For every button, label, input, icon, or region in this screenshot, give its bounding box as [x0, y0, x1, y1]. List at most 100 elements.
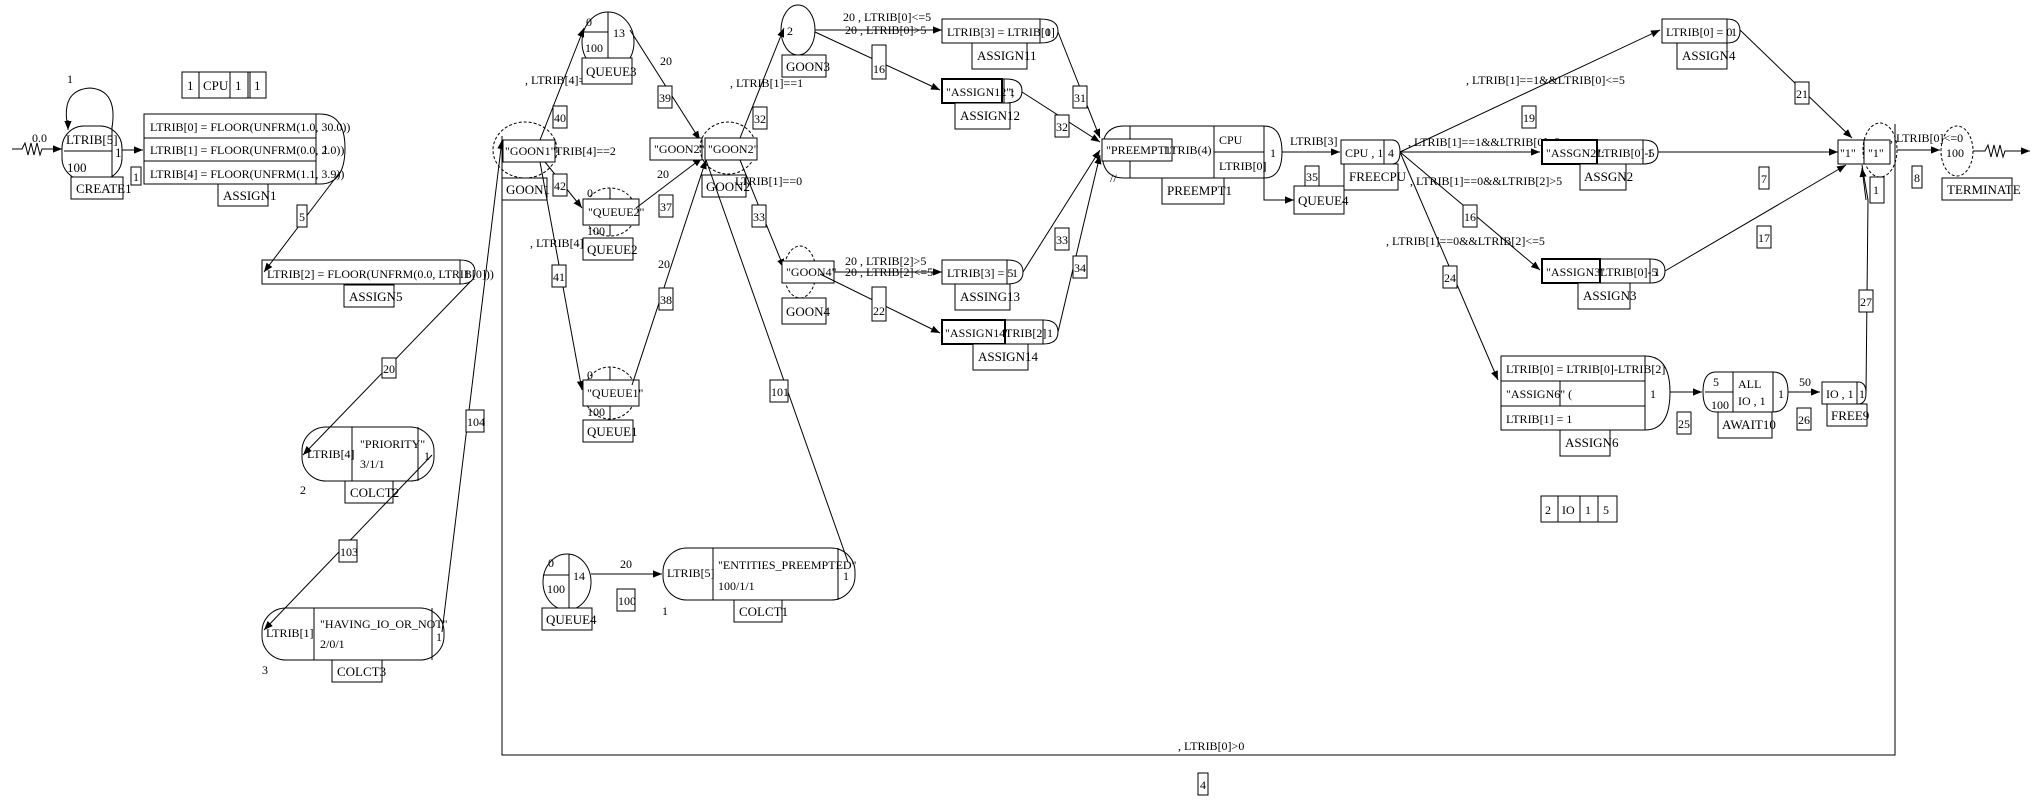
activity-31: 31 — [1074, 91, 1086, 105]
preempt1-node[interactable]: "PREEMPT1" LTRIB(4) CPU LTRIB[0] 1 // PR… — [1101, 125, 1283, 205]
assign2-node[interactable]: "ASSGN2": LTRIB[0]-5 1 ASSGN2 — [1541, 139, 1659, 191]
goon-end-node[interactable]: "1" "1" 1 — [1837, 122, 1898, 204]
io-resource-block: 2 IO 1 5 — [1540, 495, 1618, 523]
assign11-node[interactable]: LTRIB[3] = LTRIB[0] 1 ASSIGN11 — [941, 18, 1059, 70]
edge-assign3-goon-end — [1664, 164, 1847, 272]
colct2-number: 2 — [300, 483, 306, 497]
activity-40-box — [552, 105, 568, 129]
activity-16top-box — [871, 44, 887, 80]
activity-104: 104 — [467, 415, 485, 429]
assign13-node[interactable]: LTRIB[3] = 5 1 ASSING13 — [941, 259, 1024, 311]
assign2-line: "ASSGN2": — [1546, 146, 1604, 160]
condition-goon3-a: 20 , LTRIB[0]<=5 — [843, 10, 931, 24]
goon2-text-a: "GOON2" — [654, 142, 705, 156]
activity-34: 34 — [1074, 261, 1086, 275]
activity-22-box — [871, 286, 887, 322]
queue1-init: 0 — [587, 368, 593, 382]
preempt1-attribute: LTRIB(4) — [1164, 143, 1212, 157]
create-loop-arc — [65, 87, 114, 129]
assign3-line: "ASSIGN3" — [1546, 265, 1605, 279]
queue3-capacity: 100 — [585, 41, 603, 55]
assign12-node[interactable]: "ASSIGN12"; 1 ASSIGN12 — [941, 78, 1023, 130]
preempt1-time: LTRIB[0] — [1219, 159, 1267, 173]
goon3-node[interactable]: 2 GOON3 — [780, 4, 830, 78]
terminate-condition: , LTRIB[0]<=0 — [1890, 131, 1963, 145]
activity-5: 5 — [299, 210, 305, 224]
queue1-node[interactable]: "QUEUE1" 0 100 QUEUE1 — [582, 366, 644, 443]
assign4-line: LTRIB[0] = 0 — [1666, 25, 1732, 39]
create-label: CREATE1 — [76, 181, 132, 196]
colct3-title: "HAVING_IO_OR_NOT" — [320, 617, 448, 631]
activity-42-box — [552, 173, 568, 197]
activity-33-b: 33 — [1056, 233, 1068, 247]
queue4-top-number: 35 — [1306, 170, 1318, 184]
goon-end-text-a: "1" — [1840, 146, 1856, 160]
free9-out: 1 — [1859, 387, 1865, 401]
activity-32-a: 32 — [754, 112, 766, 126]
activity-19: 19 — [1523, 111, 1535, 125]
assign1-in: 1 — [133, 170, 139, 184]
colct1-node[interactable]: LTRIB[5] "ENTITIES_PREEMPTED" 100/1/1 1 … — [662, 547, 857, 623]
activity-20: 20 — [383, 362, 395, 376]
await10-node[interactable]: 5 100 ALL IO , 1 1 AWAIT10 — [1702, 371, 1789, 439]
assign6-node[interactable]: LTRIB[0] = LTRIB[0]-LTRIB[2] "ASSIGN6" (… — [1500, 355, 1671, 457]
activity-39-box — [657, 85, 673, 109]
colct1-spec: 100/1/1 — [718, 579, 755, 593]
colct3-out: 1 — [436, 630, 442, 644]
assign6-out: 1 — [1650, 387, 1656, 401]
terminate-label: TERMINATE — [1947, 182, 2021, 197]
queue2-init: 0 — [587, 186, 593, 200]
assign4-node[interactable]: LTRIB[0] = 0 1 ASSIGN4 — [1661, 18, 1741, 70]
edge-goon2-goon3 — [739, 27, 785, 139]
assign4-out: 1 — [1731, 25, 1737, 39]
free9-node[interactable]: IO , 1 1 FREE9 — [1821, 381, 1869, 427]
colct2-title: "PRIORITY" — [360, 437, 425, 451]
queue4-bottom-node[interactable]: 0 100 14 QUEUE4 — [541, 553, 597, 631]
assign14-node[interactable]: "ASSIGN14" TRIB[2] 1 ASSIGN14 — [941, 319, 1059, 371]
assign4-label: ASSIGN4 — [1682, 48, 1736, 63]
preempt1-mark: // — [1110, 171, 1117, 185]
freecpu-label: FREECPU — [1349, 169, 1407, 184]
assign13-out: 1 — [1012, 266, 1018, 280]
assign5-node[interactable]: LTRIB[2] = FLOOR(UNFRM(0.0, LTRIB[0])) 1… — [261, 259, 494, 308]
await10-init: 5 — [1713, 375, 1719, 389]
edge-goon1-queue3 — [539, 27, 585, 141]
await10-capacity: 100 — [1711, 398, 1729, 412]
queue1-text: "QUEUE1" — [587, 386, 644, 400]
edge-preempt1-queue4 — [1263, 178, 1292, 201]
condition-goon3-b: 20 , LTRIB[0]>5 — [845, 23, 926, 37]
io-resource-number: 2 — [1545, 503, 1551, 517]
condition-goon4-b: 20 , LTRIB[2]<=5 — [845, 265, 933, 279]
terminate-node[interactable]: 100 TERMINATE — [1940, 125, 2030, 201]
goon1-node[interactable]: "GOON1" TRIB[4]==2 GOON1 — [492, 121, 616, 201]
duration-20-b: 20 — [657, 167, 669, 181]
assign6-line-3: LTRIB[1] = 1 — [1506, 412, 1572, 426]
assign1-node[interactable]: LTRIB[0] = FLOOR(UNFRM(1.0, 30.0)) LTRIB… — [130, 113, 350, 207]
queue4-top-node[interactable]: QUEUE4 35 — [1293, 165, 1349, 215]
colct3-node[interactable]: LTRIB[1] "HAVING_IO_OR_NOT" 2/0/1 1 3 CO… — [261, 607, 448, 683]
activity-16: 16 — [1464, 210, 1476, 224]
create-node[interactable]: 0.0 1 LTRIB[5] 100 1 CREATE1 — [12, 72, 143, 200]
assign3-node[interactable]: "ASSIGN3" LTRIB[0]-5 1 ASSIGN3 — [1541, 258, 1666, 310]
io-resource-name: IO — [1562, 503, 1575, 517]
queue4-bottom-label: QUEUE4 — [546, 612, 597, 627]
activity-33-a: 33 — [753, 210, 765, 224]
activity-25-box — [1676, 411, 1692, 435]
goon3-value: 2 — [787, 24, 793, 38]
queue2-node[interactable]: "QUEUE2" 0 100 QUEUE2 — [582, 186, 645, 261]
edge-colct1-goon2 — [705, 159, 849, 563]
await10-resource-2: IO , 1 — [1738, 394, 1766, 408]
colct1-number: 1 — [662, 604, 668, 618]
activity-16-box — [1462, 204, 1478, 228]
activity-27: 27 — [1860, 295, 1872, 309]
queue3-file: 13 — [613, 26, 625, 40]
colct2-out: 1 — [424, 449, 430, 463]
activity-17: 17 — [1758, 231, 1770, 245]
assign14-line-2: TRIB[2] — [1005, 326, 1046, 340]
goon4-node[interactable]: "GOON4" GOON4 — [781, 245, 837, 325]
condition-assign4: , LTRIB[1]==1&&LTRIB[0]<=5 — [1466, 73, 1625, 87]
freecpu-node[interactable]: CPU , 1 4 FREECPU — [1340, 139, 1407, 191]
activity-22: 22 — [873, 304, 885, 318]
colct2-node[interactable]: LTRIB[4] "PRIORITY" 3/1/1 1 2 COLCT2 — [300, 426, 435, 504]
queue3-node[interactable]: 0 100 13 QUEUE3 — [581, 11, 637, 85]
